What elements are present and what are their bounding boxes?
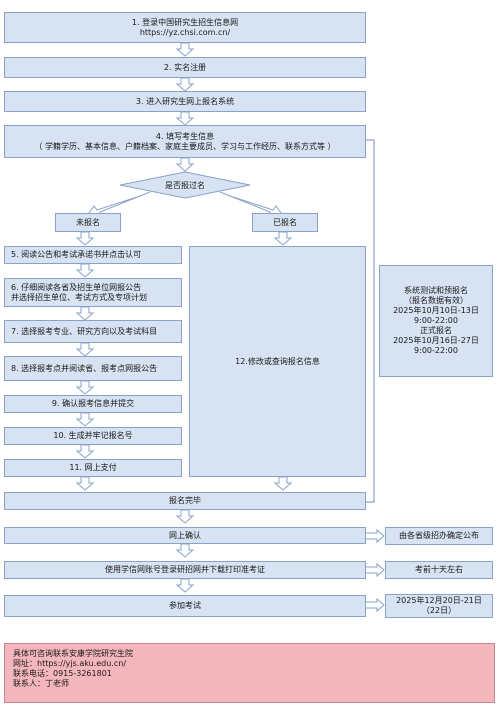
print-timing-note: 考前十天左右	[385, 561, 493, 579]
step-8-select-site: 8. 选择报考点并阅读省、报考点网报公告	[4, 356, 182, 381]
arrow-3-4	[176, 111, 194, 126]
arrow-unreg-5	[76, 231, 94, 246]
step-3-enter-system: 3. 进入研究生网上报名系统	[4, 91, 366, 112]
branch-registered: 已报名	[252, 213, 318, 232]
arrow-confirm-print	[176, 543, 194, 558]
contact-info: 具体可咨询联系安康学院研究生院 网址：https://yjs.aku.edu.c…	[4, 643, 495, 703]
arrow-4-decision	[176, 157, 194, 172]
step-7-select-major: 7. 选择报考专业、研究方向以及考试科目	[4, 320, 182, 343]
contact-phone: 联系电话：0915-3261801	[13, 669, 112, 678]
step-9-confirm-submit: 9. 确认报考信息并提交	[4, 395, 182, 413]
online-confirmation: 网上确认	[4, 527, 366, 544]
arrow-confirm-note	[364, 529, 385, 543]
step-5-read-notice: 5. 阅读公告和考试承诺书并点击认可	[4, 246, 182, 264]
arrow-reg-12	[274, 231, 292, 246]
schedule-note: 系统测试和预报名 （报名数据有效） 2025年10月10日-13日 9:00-2…	[379, 265, 493, 377]
registration-complete: 报名完毕	[4, 492, 366, 510]
decision-label: 是否报过名	[165, 181, 205, 190]
arrow-6-7	[76, 306, 94, 321]
decision-diamond	[119, 171, 251, 199]
arrow-print-note	[364, 563, 385, 577]
arrow-complete-confirm	[176, 509, 194, 524]
schedule-bracket	[366, 139, 375, 503]
arrow-11-complete	[76, 476, 94, 491]
contact-org: 具体可咨询联系安康学院研究生院	[13, 649, 133, 658]
print-admission-ticket: 使用学信网账号登录研招网并下载打印准考证	[4, 561, 366, 579]
arrow-8-9	[76, 380, 94, 395]
step-11-online-payment: 11. 网上支付	[4, 459, 182, 477]
arrow-10-11	[76, 444, 94, 459]
arrow-2-3	[176, 77, 194, 92]
branch-not-registered: 未报名	[55, 213, 121, 232]
step-10-generate-number: 10. 生成并牢记报名号	[4, 427, 182, 445]
arrow-5-6	[76, 263, 94, 278]
step-2-register: 2. 实名注册	[4, 57, 366, 78]
arrow-9-10	[76, 412, 94, 427]
step-4-fill-info: 4. 填写考生信息 （ 学籍学历、基本信息、户籍档案、家庭主要成员、学习与工作经…	[4, 125, 366, 158]
arrow-7-8	[76, 342, 94, 357]
take-exam: 参加考试	[4, 595, 366, 617]
contact-website: 网址：https://yjs.aku.edu.cn/	[13, 659, 127, 668]
step-1-login: 1. 登录中国研究生招生信息网 https://yz.chsi.com.cn/	[4, 12, 366, 43]
contact-person: 联系人：丁老师	[13, 679, 69, 688]
step-6-select-unit: 6. 仔细阅读各省及招生单位网报公告 并选择招生单位、考试方式及专项计划	[4, 278, 182, 307]
arrow-12-complete	[274, 476, 292, 491]
confirmation-note: 由各省级招办确定公布	[385, 527, 493, 545]
arrow-exam-note	[364, 598, 385, 612]
step-1-url: https://yz.chsi.com.cn/	[139, 27, 231, 37]
arrow-print-exam	[176, 578, 194, 593]
exam-date-note: 2025年12月20日-21日 （22日）	[385, 594, 493, 618]
arrow-1-2	[176, 42, 194, 57]
step-1-title: 1. 登录中国研究生招生信息网	[131, 17, 239, 27]
step-12-modify-query: 12.修改或查询报名信息	[189, 246, 366, 477]
